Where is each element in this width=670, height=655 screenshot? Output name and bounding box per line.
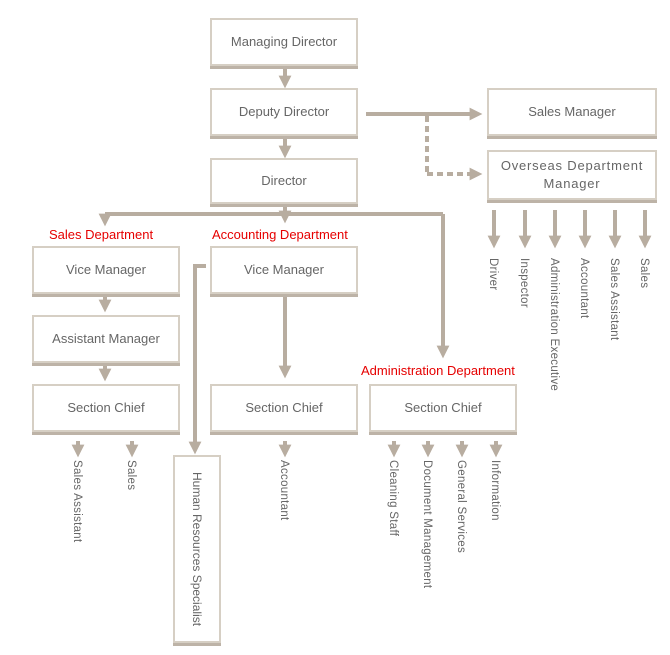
overseas-staff-sales: Sales — [638, 258, 650, 289]
box-sales-vice-manager: Vice Manager — [32, 246, 180, 294]
accounting-section-chief-label: Section Chief — [245, 400, 323, 415]
sales-vice-manager-label: Vice Manager — [66, 262, 146, 277]
overseas-staff-accountant: Accountant — [578, 258, 590, 319]
box-managing-director: Managing Director — [210, 18, 358, 66]
box-admin-section-chief: Section Chief — [369, 384, 517, 432]
sales-manager-label: Sales Manager — [528, 104, 616, 119]
overseas-staff-driver: Driver — [487, 258, 499, 291]
box-accounting-vice-manager: Vice Manager — [210, 246, 358, 294]
sales-section-chief-label: Section Chief — [67, 400, 145, 415]
admin-staff-cleaning: Cleaning Staff — [387, 460, 399, 537]
box-assistant-manager: Assistant Manager — [32, 315, 180, 363]
overseas-staff-admin-executive: Administration Executive — [548, 258, 560, 392]
overseas-manager-label: Overseas Department Manager — [500, 158, 644, 191]
box-hr-specialist: Human Resources Specialist — [173, 455, 221, 643]
managing-director-label: Managing Director — [230, 34, 338, 49]
box-sales-section-chief: Section Chief — [32, 384, 180, 432]
sales-staff-sales-assistant: Sales Assistant — [71, 460, 83, 543]
dept-label-accounting: Accounting Department — [212, 227, 348, 242]
deputy-director-label: Deputy Director — [238, 104, 330, 119]
director-label: Director — [261, 173, 307, 188]
box-overseas-manager: Overseas Department Manager — [487, 150, 657, 200]
admin-staff-general-services: General Services — [455, 460, 467, 554]
dept-label-administration: Administration Department — [361, 363, 515, 378]
admin-section-chief-label: Section Chief — [404, 400, 482, 415]
box-deputy-director: Deputy Director — [210, 88, 358, 136]
box-director: Director — [210, 158, 358, 204]
box-accounting-section-chief: Section Chief — [210, 384, 358, 432]
hr-specialist-label: Human Resources Specialist — [190, 471, 204, 627]
box-sales-manager: Sales Manager — [487, 88, 657, 136]
overseas-staff-sales-assistant: Sales Assistant — [608, 258, 620, 341]
admin-staff-information: Information — [489, 460, 501, 521]
overseas-staff-inspector: Inspector — [518, 258, 530, 309]
sales-staff-sales: Sales — [125, 460, 137, 491]
accounting-vice-manager-label: Vice Manager — [244, 262, 324, 277]
admin-staff-document-management: Document Management — [421, 460, 433, 589]
dept-label-sales: Sales Department — [49, 227, 154, 242]
assistant-manager-label: Assistant Manager — [52, 331, 160, 346]
accounting-staff-accountant: Accountant — [278, 460, 290, 521]
